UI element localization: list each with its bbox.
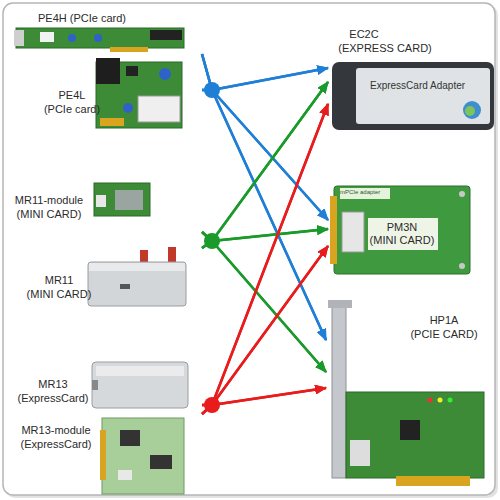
shield xyxy=(115,190,143,210)
pcb-board xyxy=(346,392,484,478)
led xyxy=(448,398,453,403)
product-node: PE4H (PCIe card) xyxy=(12,8,202,54)
product-node: HP1A(PCIE CARD) xyxy=(326,298,492,494)
led xyxy=(438,398,443,403)
connector-arrow xyxy=(202,82,328,248)
product-type: (PCIe card) xyxy=(40,103,104,116)
product-node: PE4L(PCIe card) xyxy=(40,56,202,134)
gold-fingers xyxy=(330,196,337,264)
product-type: (MINI CARD) xyxy=(12,208,86,221)
product-name: HP1A xyxy=(408,314,480,327)
slot-connector xyxy=(150,30,182,40)
enclosure xyxy=(92,362,188,408)
potentiometer xyxy=(159,68,171,80)
product-node: MR11-module(MINI CARD) xyxy=(12,180,202,232)
connector-arrow xyxy=(202,241,326,372)
connector-arrow xyxy=(202,388,326,414)
junction-dot xyxy=(204,82,220,98)
connector xyxy=(14,30,24,46)
gold-fingers xyxy=(100,118,124,126)
chip xyxy=(126,66,138,76)
logo xyxy=(465,106,475,116)
connector xyxy=(96,195,106,207)
hdmi-connector xyxy=(350,440,370,466)
chip xyxy=(150,455,172,469)
product-node: PM3N(MINI CARD) xyxy=(328,183,474,277)
product-type: (ExpressCard) xyxy=(14,438,98,451)
product-node: MR11(MINI CARD) xyxy=(24,248,202,308)
card-body xyxy=(332,62,494,130)
connector-arrow xyxy=(202,68,328,90)
connector-arrow xyxy=(202,104,328,405)
potentiometer xyxy=(123,103,133,113)
chip xyxy=(120,430,140,446)
product-node: MR13(ExpressCard) xyxy=(12,358,202,412)
potentiometer xyxy=(94,34,102,42)
connector-arrow xyxy=(202,232,326,372)
chip xyxy=(400,420,420,440)
pcb-board xyxy=(334,186,470,274)
product-type: (ExpressCard) xyxy=(14,392,92,405)
bracket-tab xyxy=(328,300,352,308)
gold-fingers xyxy=(110,47,148,52)
pcb-board xyxy=(94,183,150,216)
enclosure xyxy=(88,262,186,306)
product-name: PM3N xyxy=(368,221,436,234)
connector-arrow xyxy=(202,54,328,90)
card-label xyxy=(356,68,490,124)
product-type: (MINI CARD) xyxy=(368,234,436,247)
product-node: EC2C(EXPRESS CARD) xyxy=(328,26,496,132)
dc-jack xyxy=(96,58,120,84)
chip xyxy=(40,32,54,42)
logo xyxy=(463,101,481,119)
product-name: MR13-module xyxy=(14,424,98,437)
junction-dot xyxy=(204,233,220,249)
printed-label: ExpressCard Adapter xyxy=(370,80,488,92)
gold-fingers xyxy=(100,430,106,480)
enclosure-top xyxy=(96,366,184,376)
connector-arrow xyxy=(202,229,328,248)
enclosure-top xyxy=(89,263,185,271)
gold-fingers xyxy=(396,476,470,486)
product-node: MR13-module(ExpressCard) xyxy=(12,414,202,496)
product-type: (PCIE CARD) xyxy=(408,328,480,341)
mount-hole xyxy=(459,191,465,197)
hdmi-connector xyxy=(342,212,364,252)
product-type: (MINI CARD) xyxy=(24,288,94,301)
bracket xyxy=(332,302,346,478)
product-name: MR11 xyxy=(24,274,94,287)
header-connector xyxy=(138,96,180,122)
connector-arrow xyxy=(202,104,328,414)
mount-hole xyxy=(459,263,465,269)
port xyxy=(92,380,98,390)
product-name: EC2C xyxy=(328,28,400,41)
product-name: PE4L xyxy=(40,89,104,102)
antenna-connector xyxy=(168,247,176,264)
usb-port xyxy=(120,284,130,289)
potentiometer xyxy=(68,34,76,42)
connector-arrow xyxy=(202,54,328,220)
led xyxy=(428,398,433,403)
product-type: (EXPRESS CARD) xyxy=(332,42,438,55)
product-name: MR11-module xyxy=(12,194,86,207)
product-name: PE4H (PCIe card) xyxy=(16,12,148,25)
product-name: MR13 xyxy=(14,378,92,391)
connector xyxy=(118,470,132,480)
pcb-board xyxy=(102,418,184,494)
silkscreen xyxy=(368,218,438,250)
connector-arrow xyxy=(202,246,328,414)
junction-dot xyxy=(204,397,220,413)
frame xyxy=(3,3,495,495)
printed-label: mPCIe adapter xyxy=(340,189,392,196)
pcb-board xyxy=(16,28,184,48)
